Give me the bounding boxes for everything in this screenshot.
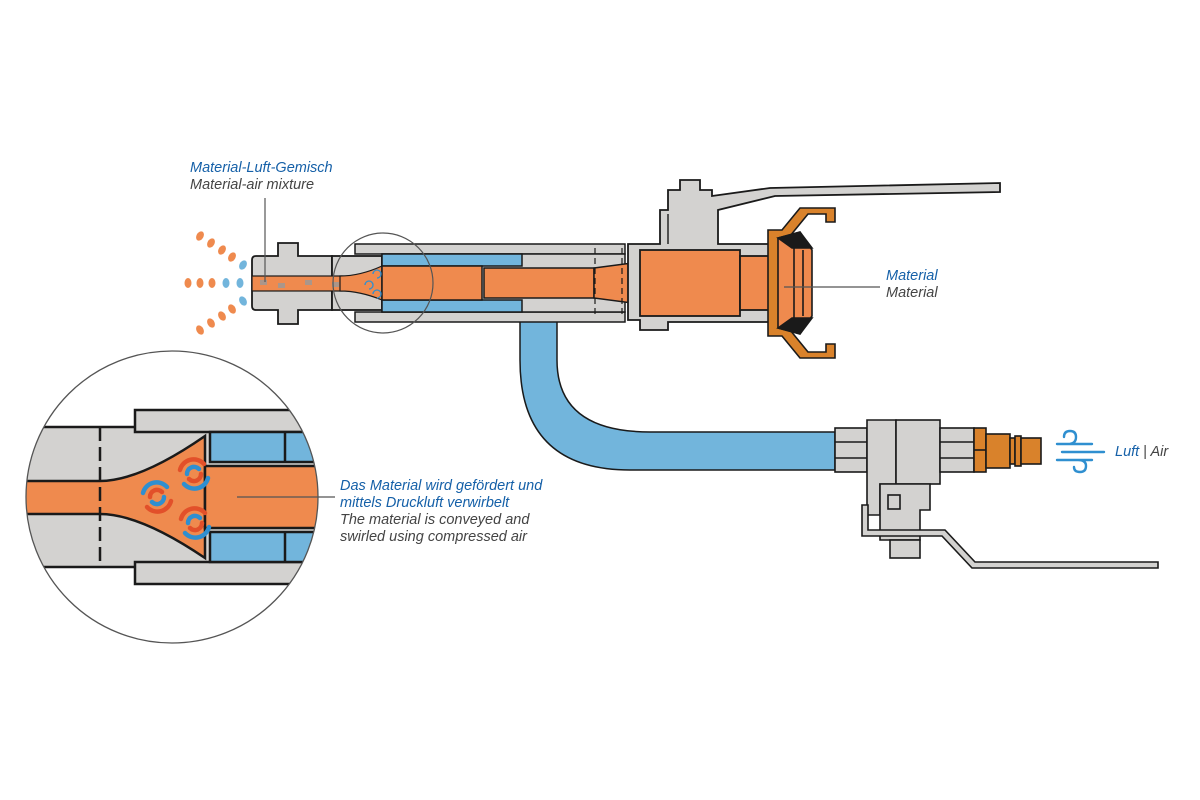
detail-zoom: [25, 350, 335, 644]
outer-tube: [354, 243, 641, 323]
label-air-de: Luft: [1115, 444, 1140, 460]
label-detail-de-1: Das Material wird gefördert und: [340, 478, 543, 494]
label-detail: Das Material wird gefördert und mittels …: [340, 478, 542, 546]
label-detail-en-2: swirled using compressed air: [340, 529, 527, 545]
label-mixture: Material-Luft-Gemisch Material-air mixtu…: [190, 160, 333, 194]
ball-valve-air: [834, 419, 1159, 569]
label-mixture-de: Material-Luft-Gemisch: [190, 160, 333, 176]
wind-icon: [1055, 429, 1106, 474]
label-air-en: Air: [1150, 444, 1169, 460]
magnifier-circle: [332, 232, 434, 334]
spray-dots: [184, 231, 247, 335]
label-air-separator: |: [1143, 444, 1147, 460]
quick-coupler-plug: [973, 427, 1042, 473]
label-detail-de-2: mittels Druckluft verwirbelt: [340, 495, 510, 511]
label-mixture-en: Material-air mixture: [190, 177, 315, 193]
label-material-en: Material: [886, 285, 938, 301]
label-material-de: Material: [886, 268, 938, 284]
ball-valve-material: [627, 179, 1001, 331]
label-material: Material Material: [886, 268, 938, 302]
swirl-icons: [140, 457, 212, 540]
label-detail-en-1: The material is conveyed and: [340, 512, 530, 528]
label-air: Luft | Air: [1115, 444, 1168, 461]
swirl-icon-small: [364, 269, 382, 299]
claw-coupling: [767, 207, 836, 359]
